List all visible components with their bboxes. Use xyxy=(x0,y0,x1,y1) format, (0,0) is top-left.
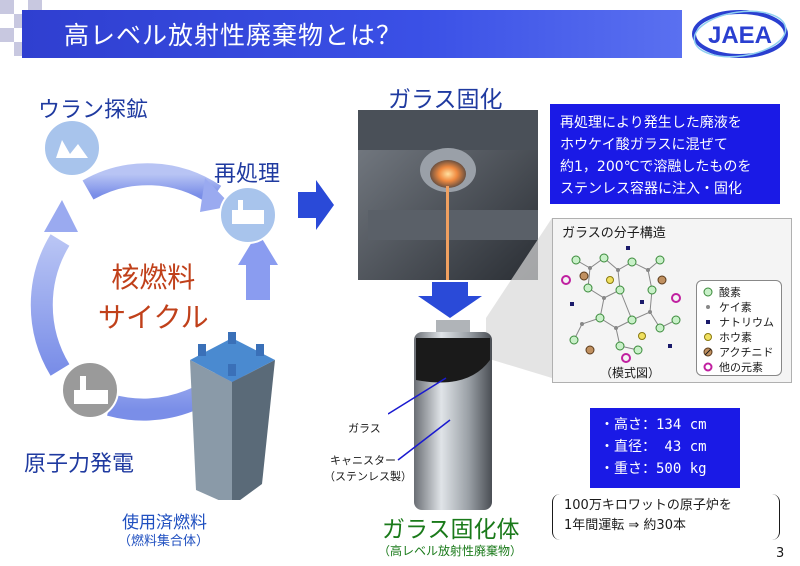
stage-power-label: 原子力発電 xyxy=(24,452,135,477)
logo-text: JAEA xyxy=(708,22,772,49)
sodium-icon xyxy=(701,317,715,327)
legend-item: ケイ素 xyxy=(701,299,777,314)
silicon-icon xyxy=(701,302,715,312)
glass-canister-image xyxy=(414,320,492,510)
stage-mining-label: ウラン探鉱 xyxy=(38,98,149,123)
other-element-icon xyxy=(701,362,715,372)
note-bracket xyxy=(552,494,780,540)
callout-wedge xyxy=(486,218,552,378)
legend-item: ホウ素 xyxy=(701,329,777,344)
info-line-4: ステンレス容器に注入・固化 xyxy=(560,181,742,197)
cycle-arrowhead-left xyxy=(44,200,78,232)
note-line-1: 100万キロワットの原子炉を xyxy=(564,498,732,513)
canister-material-label: （ステンレス製） xyxy=(324,470,412,483)
boron-icon xyxy=(701,332,715,342)
cycle-arc-left xyxy=(30,234,70,376)
vitrification-photo xyxy=(358,110,538,280)
cycle-arc-top xyxy=(82,163,222,205)
product-subtitle: （高レベル放射性廃棄物） xyxy=(378,544,523,558)
right-arrow-icon xyxy=(298,180,334,230)
fuel-assembly-image xyxy=(190,332,275,500)
info-line-2: ホウケイ酸ガラスに混ぜて xyxy=(560,137,728,153)
molecule-legend: 酸素 ケイ素 ナトリウム ホウ素 アクチニド 他の元素 xyxy=(696,280,782,376)
cycle-arrowhead-right xyxy=(238,232,278,265)
info-line-1: 再処理により発生した廃液を xyxy=(560,115,742,131)
note-line-2: 1年間運転 ⇒ 約30本 xyxy=(564,518,686,533)
mining-icon xyxy=(43,119,101,177)
molecule-caption: （模式図） xyxy=(600,366,661,380)
canister-pointer-lines xyxy=(388,377,451,461)
oxygen-icon xyxy=(701,287,715,297)
page-number: 3 xyxy=(776,546,785,561)
actinide-icon xyxy=(701,347,715,357)
cycle-center-line1: 核燃料 xyxy=(111,261,196,294)
spec-height: ・高さ：134 cm xyxy=(600,417,707,433)
reactor-note: 100万キロワットの原子炉を 1年間運転 ⇒ 約30本 xyxy=(556,496,776,540)
info-line-3: 約1，200℃で溶融したものを xyxy=(560,159,752,175)
spent-fuel-sublabel: （燃料集合体） xyxy=(118,534,210,549)
down-arrow-icon xyxy=(418,282,482,318)
fuel-cycle-diagram xyxy=(30,119,278,500)
spent-fuel-label: 使用済燃料 xyxy=(122,513,207,533)
legend-item: 酸素 xyxy=(701,284,777,299)
spec-diameter: ・直径： 43 cm xyxy=(600,439,707,455)
page-title: 高レベル放射性廃棄物とは？ xyxy=(64,21,403,50)
legend-item: ナトリウム xyxy=(701,314,777,329)
title-bar xyxy=(22,10,682,58)
vitrification-info-box: 再処理により発生した廃液を ホウケイ酸ガラスに混ぜて 約1，200℃で溶融したも… xyxy=(550,104,780,204)
legend-item: アクチニド xyxy=(701,344,777,359)
canister-label: キャニスター xyxy=(330,454,396,467)
product-title: ガラス固化体 xyxy=(382,517,520,543)
spec-weight: ・重さ：500 kg xyxy=(600,461,707,477)
cycle-center-line2: サイクル xyxy=(98,301,209,334)
molecule-title: ガラスの分子構造 xyxy=(562,226,666,241)
jaea-logo: JAEA xyxy=(692,10,788,58)
spec-box: ・高さ：134 cm ・直径： 43 cm ・重さ：500 kg xyxy=(590,408,740,488)
legend-item: 他の元素 xyxy=(701,359,777,374)
vitrification-title: ガラス固化 xyxy=(388,87,503,113)
glass-label: ガラス xyxy=(348,422,381,435)
stage-reprocessing-label: 再処理 xyxy=(214,162,281,187)
molecule-diagram xyxy=(561,246,681,363)
cycle-center-label: 核燃料 サイクル xyxy=(98,258,209,338)
